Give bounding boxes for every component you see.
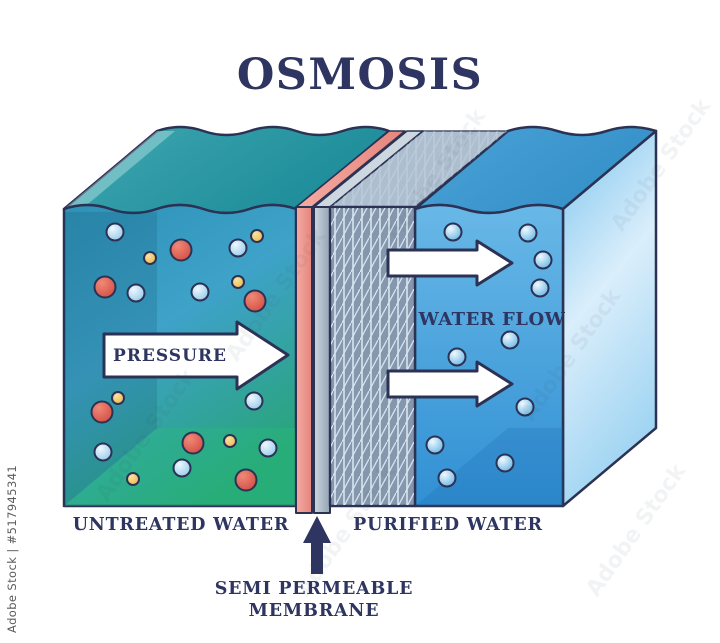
solute-particle-red: [93, 275, 117, 299]
purified-water-label: PURIFIED WATER: [353, 515, 543, 535]
water-molecule-blue: [228, 238, 248, 258]
water-molecule-bubble: [443, 222, 463, 242]
solute-particle-red: [169, 238, 193, 262]
untreated-water-particles: [90, 222, 278, 492]
pressure-arrow-icon: [102, 320, 290, 391]
solute-particle-red: [90, 400, 114, 424]
right-water-front-face: [413, 203, 565, 508]
water-molecule-bubble: [500, 330, 520, 350]
water-flow-arrow-bottom-icon: [386, 360, 514, 408]
purified-water-bubbles: [425, 222, 553, 488]
water-molecule-blue: [93, 442, 113, 462]
untreated-water-tank: PRESSURE: [62, 125, 391, 508]
page-title: OSMOSIS: [237, 50, 483, 100]
water-molecule-blue: [126, 283, 146, 303]
water-molecule-blue: [244, 391, 264, 411]
solute-particle-red: [234, 468, 258, 492]
solute-particle-yellow: [111, 391, 125, 405]
membrane-mesh-top-texture: [330, 131, 508, 207]
stock-id-watermark: Adobe Stock | #517945341: [5, 465, 19, 633]
membrane-label-line1: SEMI PERMEABLE: [215, 579, 414, 599]
water-molecule-blue: [190, 282, 210, 302]
solute-particle-yellow: [250, 229, 264, 243]
membrane-label-line2: MEMBRANE: [249, 601, 380, 621]
water-flow-label: WATER FLOW: [418, 309, 566, 330]
membrane-pink-layer: [295, 206, 313, 514]
water-molecule-blue: [172, 458, 192, 478]
water-molecule-bubble: [495, 453, 515, 473]
solute-particle-yellow: [126, 472, 140, 486]
water-molecule-bubble: [447, 347, 467, 367]
water-molecule-bubble: [530, 278, 550, 298]
solute-particle-yellow: [143, 251, 157, 265]
solute-particle-red: [243, 289, 267, 313]
right-floor-shade: [415, 428, 563, 506]
watermark-ghost: Adobe Stock: [581, 458, 691, 601]
water-flow-arrow-top-icon: [386, 239, 514, 287]
membrane-pointer-arrow-icon: [303, 516, 331, 574]
solute-particle-red: [181, 431, 205, 455]
water-flow-arrows: WATER FLOW: [386, 239, 566, 408]
water-molecule-bubble: [515, 397, 535, 417]
solute-particle-yellow: [231, 275, 245, 289]
solute-particle-yellow: [223, 434, 237, 448]
left-top-corner-highlight: [64, 131, 175, 209]
pressure-label: PRESSURE: [113, 346, 227, 366]
water-molecule-blue: [105, 222, 125, 242]
water-molecule-bubble: [518, 223, 538, 243]
water-molecule-bubble: [425, 435, 445, 455]
water-molecule-blue: [258, 438, 278, 458]
water-molecule-bubble: [533, 250, 553, 270]
water-molecule-bubble: [437, 468, 457, 488]
semi-permeable-membrane: [295, 130, 509, 514]
untreated-water-label: UNTREATED WATER: [73, 515, 289, 535]
purified-water-tank: [413, 125, 658, 508]
